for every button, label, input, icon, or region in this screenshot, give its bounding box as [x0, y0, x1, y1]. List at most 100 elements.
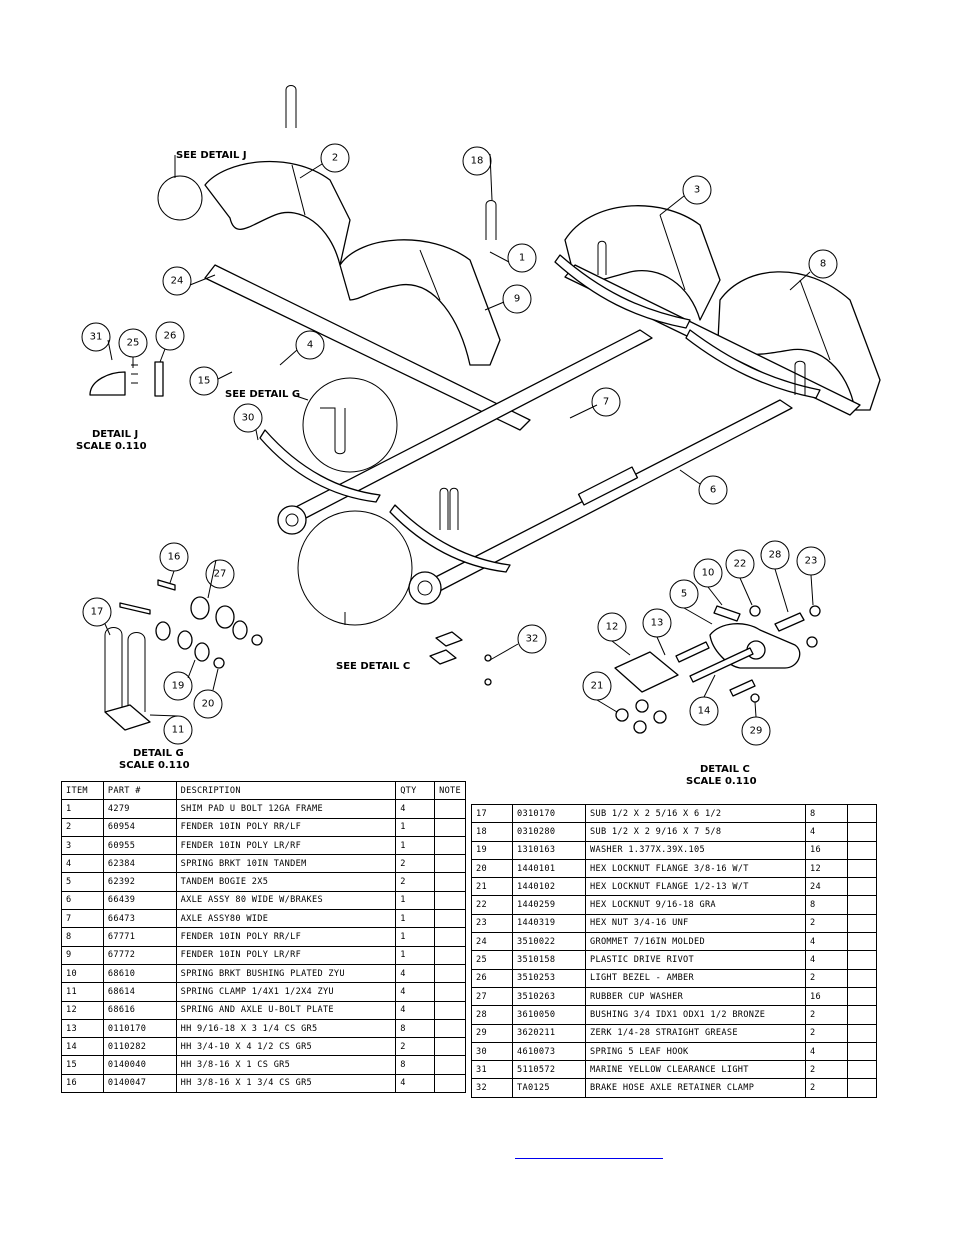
callout-19: 19	[163, 671, 193, 701]
callout-8-label: 8	[820, 259, 826, 270]
callout-26-label: 26	[164, 331, 177, 342]
table-cell: 1440319	[512, 913, 586, 934]
table-cell: BUSHING 3/4 IDX1 ODX1 1/2 BRONZE	[585, 1005, 806, 1025]
table-cell: 24	[805, 877, 848, 897]
table-cell: 2	[805, 913, 848, 934]
table-cell: GROMMET 7/16IN MOLDED	[585, 932, 806, 952]
table-cell: 7	[61, 909, 104, 929]
table-cell: 12	[61, 1000, 104, 1020]
table-cell: 4	[805, 1041, 848, 1062]
table-cell: 4	[805, 932, 848, 952]
table-cell: 0140047	[102, 1073, 177, 1094]
table-cell: 5	[61, 872, 104, 892]
table-cell: 29	[471, 1023, 513, 1043]
table-cell: 10	[61, 963, 104, 984]
callout-32-label: 32	[526, 634, 539, 645]
table-cell: 0310170	[512, 803, 586, 824]
table-cell: 6	[61, 890, 104, 911]
table-cell: 3510253	[512, 968, 586, 988]
table-cell: 2	[805, 1005, 848, 1025]
table-cell: HEX LOCKNUT FLANGE 1/2-13 W/T	[585, 877, 806, 897]
table-cell	[434, 927, 466, 947]
table-cell	[847, 1060, 877, 1080]
table-cell: 27	[471, 986, 513, 1007]
callout-13-label: 13	[651, 618, 664, 629]
table-cell: SHIM PAD U BOLT 12GA FRAME	[175, 799, 397, 819]
table-cell: PLASTIC DRIVE RIVOT	[585, 950, 806, 970]
table-cell: 28	[471, 1005, 513, 1025]
table-cell: 4	[61, 854, 104, 874]
callout-7: 7	[591, 387, 621, 417]
table-cell	[434, 909, 466, 929]
table-cell: LIGHT BEZEL - AMBER	[585, 968, 806, 988]
table-cell	[847, 895, 877, 915]
table-cell: HH 9/16-18 X 3 1/4 CS GR5	[175, 1018, 397, 1039]
table-cell	[434, 945, 466, 965]
table-cell	[847, 877, 877, 897]
table-cell: 2	[395, 854, 436, 874]
table-cell: 68610	[102, 963, 177, 984]
table-cell: 4	[395, 799, 436, 819]
callout-bubbles: 1 2 3 4 5 6 7 8 9 10 11 12 13 14 15 16 1…	[81, 143, 838, 746]
table-cell: 8	[395, 1055, 436, 1075]
table-cell	[847, 840, 877, 860]
table-cell: ZERK 1/4-28 STRAIGHT GREASE	[585, 1023, 806, 1043]
table-cell: 4	[805, 822, 848, 842]
table-cell: 19	[471, 840, 513, 860]
bom-header-cell: ITEM	[61, 780, 104, 801]
callout-10-label: 10	[702, 568, 715, 579]
detail-j-scale: SCALE 0.110	[76, 441, 147, 452]
table-cell	[847, 913, 877, 934]
callout-16-label: 16	[168, 552, 181, 563]
bom-header-cell: DESCRIPTION	[175, 780, 397, 801]
detail-g-title: DETAIL G	[133, 748, 184, 759]
table-cell: 67772	[102, 945, 177, 965]
table-cell	[434, 1073, 466, 1094]
table-cell: 2	[395, 1037, 436, 1057]
table-cell: 4	[395, 982, 436, 1002]
callout-15-label: 15	[198, 376, 211, 387]
callout-25: 25	[118, 328, 148, 358]
table-cell: FENDER 10IN POLY LR/RF	[175, 835, 397, 856]
table-cell	[434, 854, 466, 874]
footer-link[interactable]	[515, 1148, 663, 1159]
callout-1: 1	[507, 243, 537, 273]
callout-19-label: 19	[172, 681, 185, 692]
table-cell: 21	[471, 877, 513, 897]
table-cell: 2	[395, 872, 436, 892]
callout-29: 29	[741, 716, 771, 746]
table-cell: 1440259	[512, 895, 586, 915]
detail-c-scale: SCALE 0.110	[686, 776, 757, 787]
detail-c-circle	[297, 510, 413, 626]
table-cell: HEX LOCKNUT FLANGE 3/8-16 W/T	[585, 858, 806, 879]
table-cell: 8	[805, 803, 848, 824]
table-cell	[434, 799, 466, 819]
table-cell: 1440102	[512, 877, 586, 897]
table-cell	[847, 950, 877, 970]
table-cell: 60954	[102, 817, 177, 837]
table-cell: 23	[471, 913, 513, 934]
bom-header-cell: QTY	[395, 780, 436, 801]
callout-7-label: 7	[603, 397, 609, 408]
table-cell	[847, 1041, 877, 1062]
callout-12-label: 12	[606, 622, 619, 633]
callout-23-label: 23	[805, 556, 818, 567]
callout-23: 23	[796, 546, 826, 576]
callout-5: 5	[669, 579, 699, 609]
table-cell: SPRING BRKT BUSHING PLATED ZYU	[175, 963, 397, 984]
table-cell: 3610050	[512, 1005, 586, 1025]
table-cell: 26	[471, 968, 513, 988]
table-cell	[847, 1078, 877, 1098]
table-cell	[847, 1005, 877, 1025]
callout-5-label: 5	[681, 589, 687, 600]
table-cell: FENDER 10IN POLY LR/RF	[175, 945, 397, 965]
